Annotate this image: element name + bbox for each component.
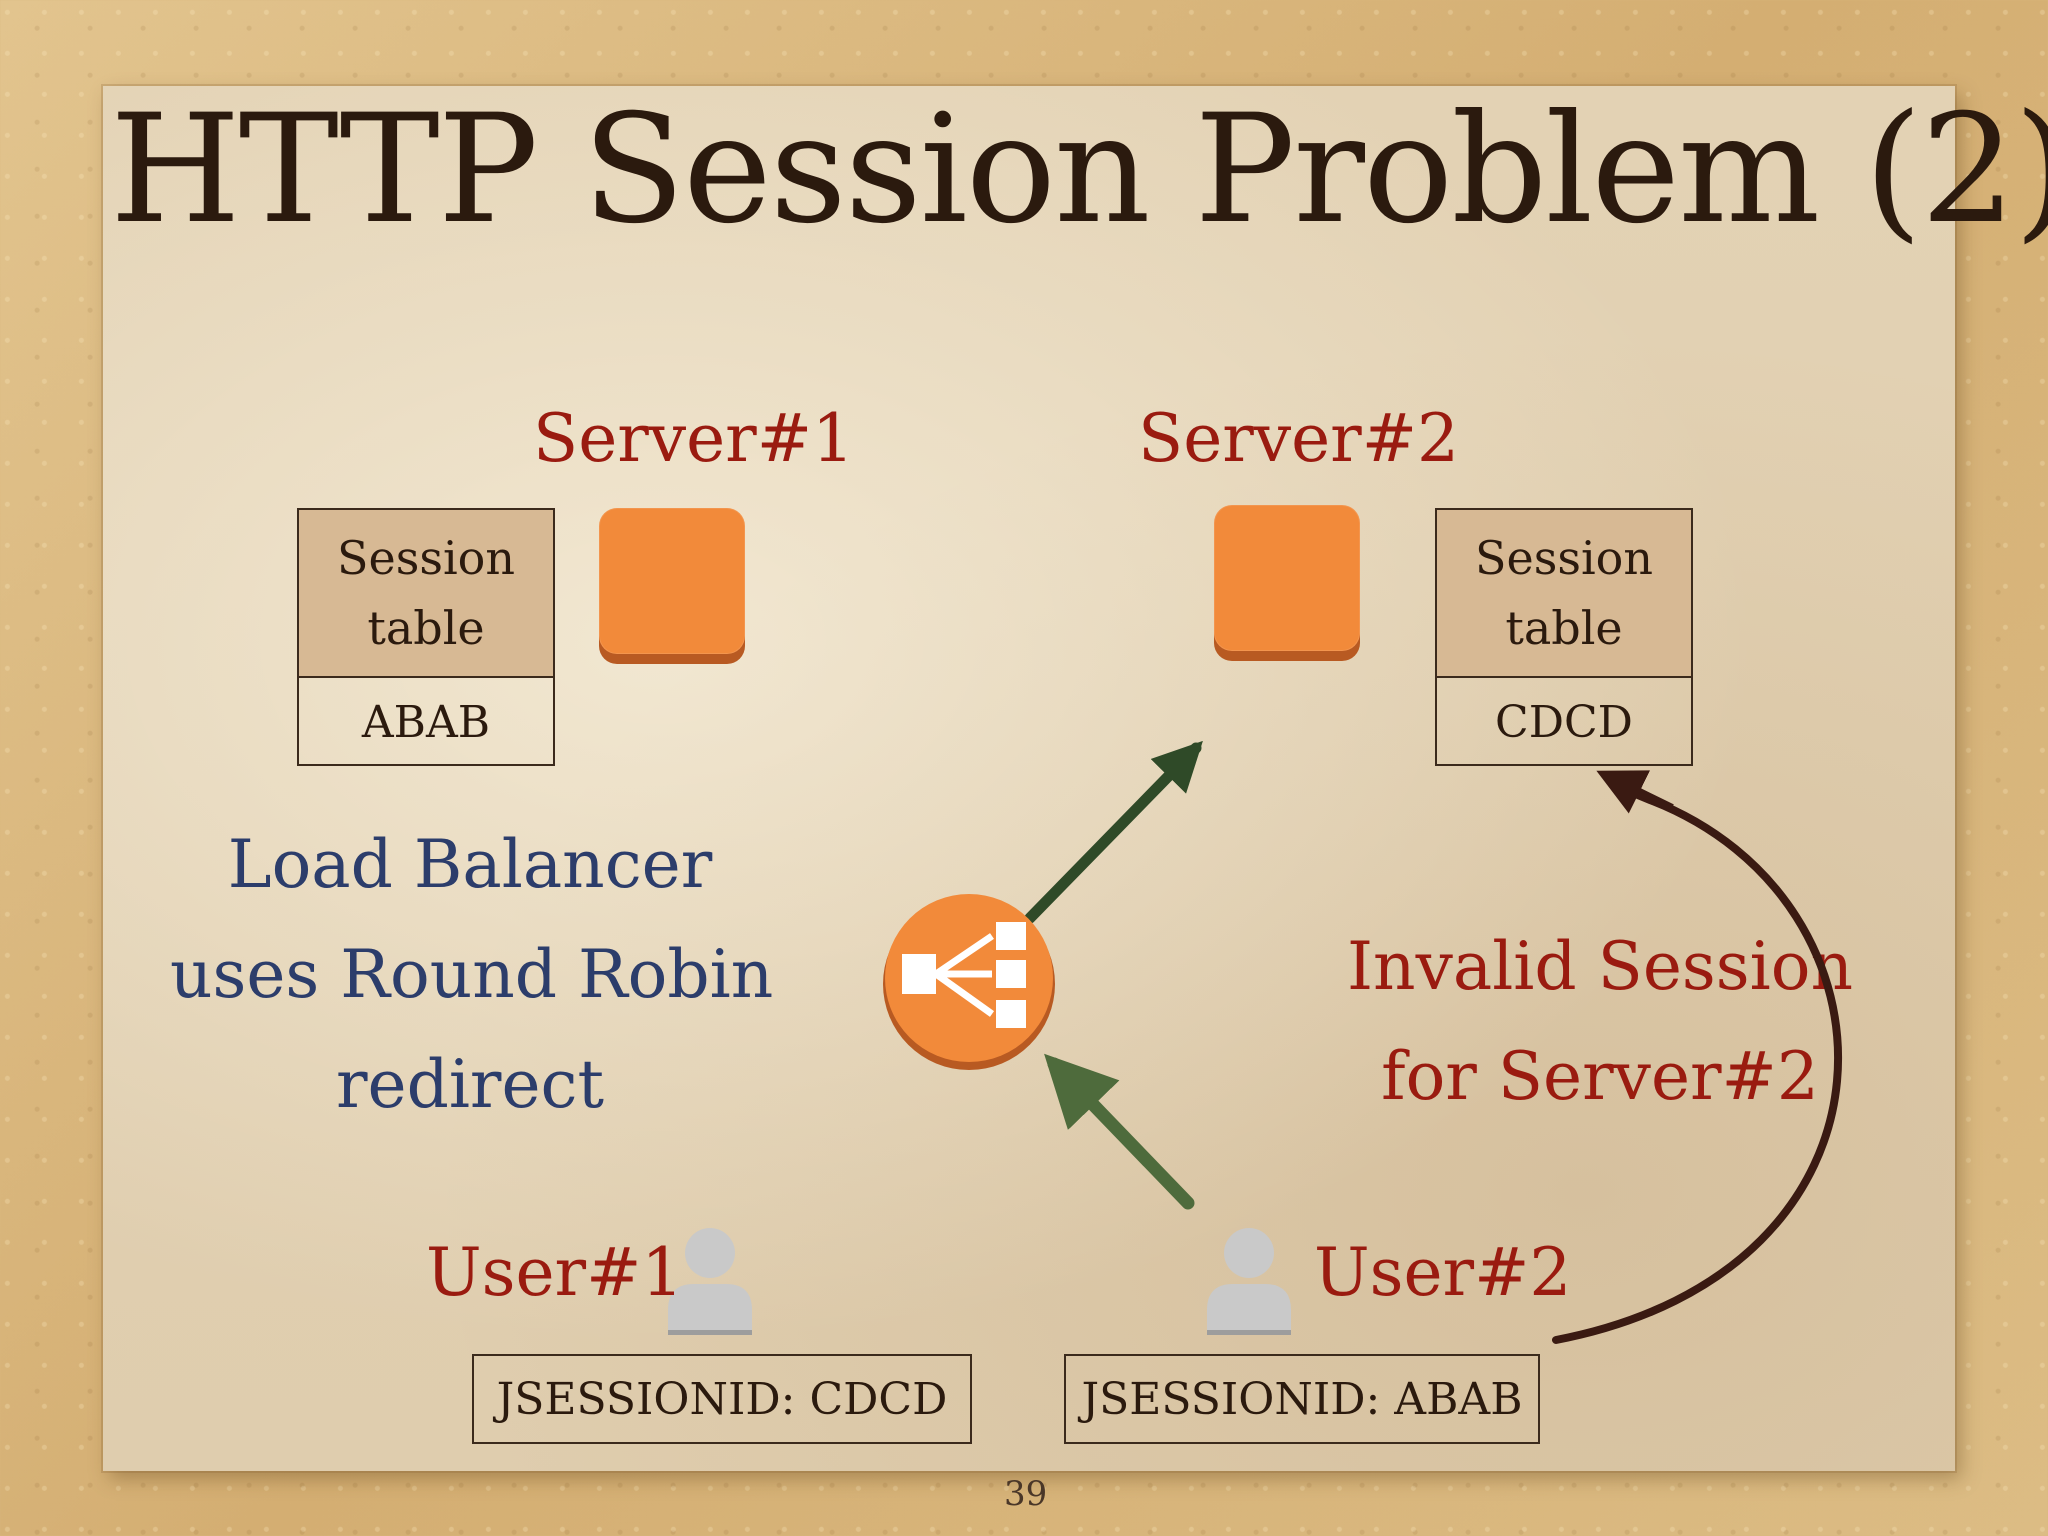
arrow-invalid-session — [1552, 774, 1843, 1344]
session-table-header-line2: table — [367, 601, 485, 655]
page-number: 39 — [1004, 1474, 1048, 1514]
user1-cookie: JSESSIONID: CDCD — [472, 1354, 972, 1444]
load-balancer-icon — [883, 894, 1055, 1070]
user2-cookie: JSESSIONID: ABAB — [1064, 1354, 1540, 1444]
arrow-user2-to-balancer — [1044, 1053, 1195, 1210]
server1-session-table: Session table ABAB — [297, 508, 555, 766]
invalid-session-note-line2: for Server#2 — [1381, 1038, 1819, 1115]
load-balancer-note-line1: Load Balancer — [227, 826, 713, 903]
session-table-header-line1: Session — [1475, 531, 1653, 585]
invalid-session-note: Invalid Session for Server#2 — [1340, 912, 1860, 1132]
server2-label: Server#2 — [1138, 400, 1460, 477]
load-balancer-note: Load Balancer uses Round Robin redirect — [170, 810, 774, 1140]
server2-session-table: Session table CDCD — [1435, 508, 1693, 766]
session-table-header: Session table — [299, 510, 553, 678]
server1-icon — [599, 508, 745, 654]
server2-icon — [1214, 505, 1360, 651]
load-balancer-note-line2: uses Round Robin — [170, 936, 774, 1013]
user2-icon — [1207, 1228, 1291, 1335]
session-table-value: CDCD — [1495, 696, 1633, 748]
session-table-header-line2: table — [1505, 601, 1623, 655]
user1-label: User#1 — [426, 1234, 684, 1311]
server1-label: Server#1 — [533, 400, 855, 477]
user1-icon — [668, 1228, 752, 1335]
arrow-invalid-session-head — [1596, 770, 1674, 814]
arrow-balancer-to-server2 — [1024, 740, 1203, 924]
session-table-header-line1: Session — [337, 531, 515, 585]
load-balancer-note-line3: redirect — [335, 1046, 605, 1123]
slide-title: HTTP Session Problem (2) — [110, 83, 2048, 257]
user2-label: User#2 — [1314, 1234, 1572, 1311]
session-table-value: ABAB — [361, 696, 491, 748]
session-table-header: Session table — [1437, 510, 1691, 678]
invalid-session-note-line1: Invalid Session — [1346, 928, 1854, 1005]
